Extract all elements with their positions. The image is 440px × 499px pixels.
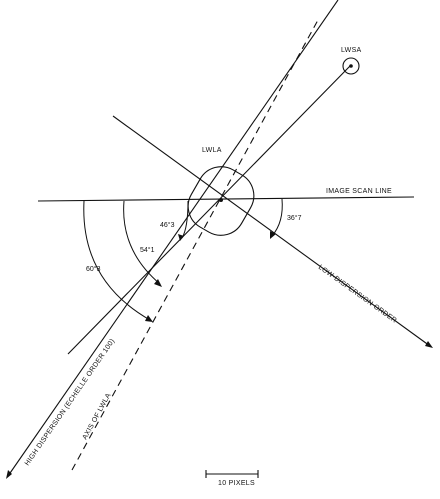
angle-arc-54-arrow [154,279,162,287]
angle-arc-54 [123,200,161,285]
high-dispersion-line [7,0,339,477]
low-dispersion-order-line [112,115,431,347]
image-scan-line-label: IMAGE SCAN LINE [326,188,392,195]
angle-label-46: 46°3 [160,221,175,229]
lwsa-aperture-circle [342,57,360,75]
lwsa-label: LWSA [341,47,362,54]
low-dispersion-order-label: LOW-DISPERSION ORDER [317,264,398,325]
high-dispersion-arrowhead [6,470,12,479]
aperture-center-dot [219,198,223,202]
lwsa-center-dot [349,64,353,68]
lwla-label: LWLA [202,147,222,154]
angle-label-60: 60°3 [86,265,101,273]
angle-arc-46-arrow [178,234,184,241]
angle-label-54: 54°1 [140,246,155,254]
lwsa-direction-line [67,65,351,355]
angle-label-36: 36°7 [287,214,302,222]
scale-bar-label: 10 PIXELS [218,480,255,487]
low-dispersion-arrowhead [425,341,433,348]
lwla-axis-dashed-line [71,19,319,471]
angle-arc-60 [83,200,151,321]
angle-arc-36-arrow [270,231,276,239]
angle-arc-60-arrow [145,315,153,322]
lwla-aperture-outline [187,166,255,236]
axis-of-lwla-label: AXIS OF LWLA [82,392,113,441]
image-scan-line [37,196,415,202]
angle-arc-36 [271,198,283,237]
